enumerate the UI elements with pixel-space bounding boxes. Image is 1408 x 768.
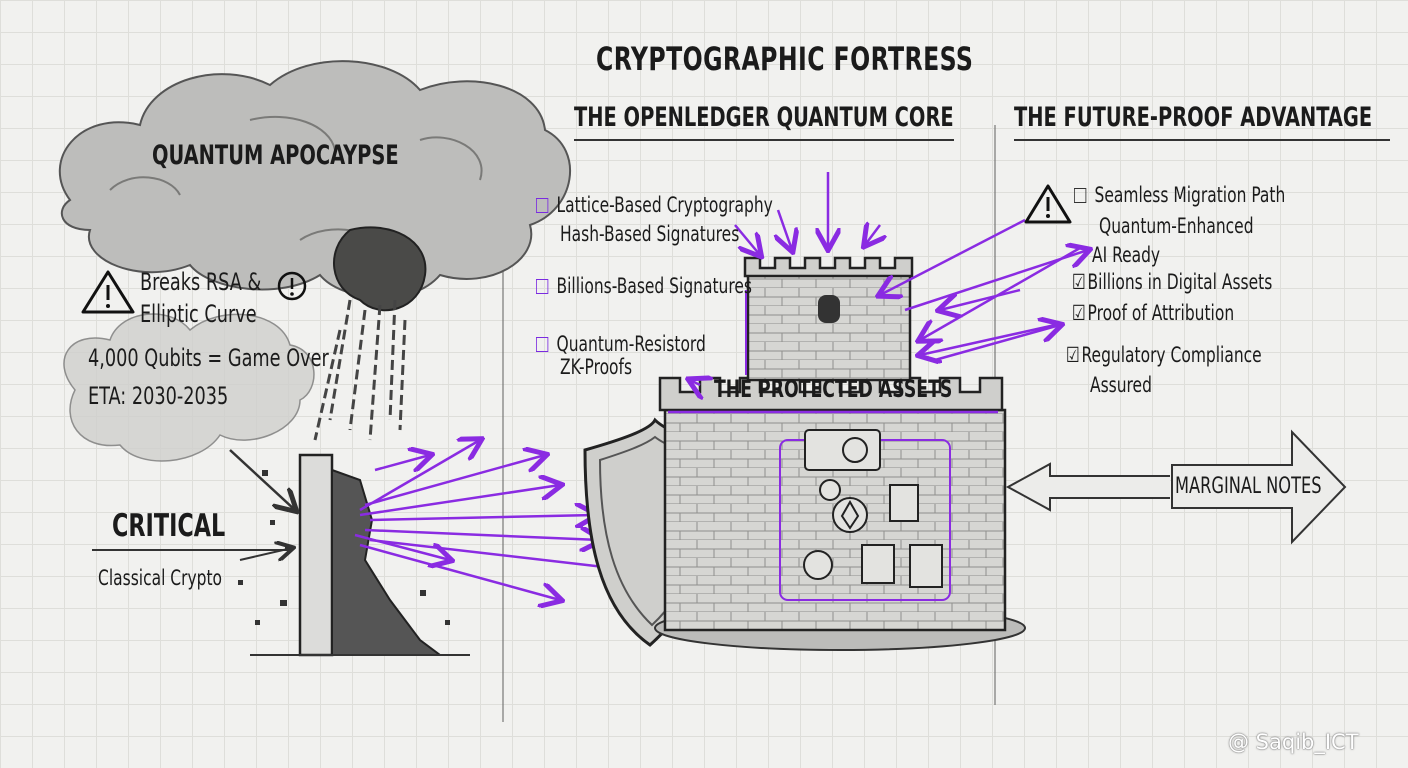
section-left-heading: QUANTUM APOCAYPSE (152, 140, 399, 171)
fortress-tower-icon (655, 258, 1025, 650)
list-item: Lattice-Based Cryptography (536, 193, 773, 217)
list-item-sub: Hash-Based Signatures (560, 222, 739, 246)
page-title: CRYPTOGRAPHIC FORTRESS (596, 40, 973, 78)
check-item: ☑Billions in Digital Assets (1072, 270, 1272, 294)
section-right-heading: THE FUTURE-PROOF ADVANTAGE (1014, 102, 1372, 133)
warning-icon (83, 272, 133, 312)
check-item: ☑Proof of Attribution (1072, 301, 1234, 325)
list-item-sub: ZK-Proofs (560, 355, 632, 379)
classical-crypto-label: Classical Crypto (98, 566, 222, 590)
assured-label: Assured (1090, 373, 1152, 397)
critical-label: CRITICAL (112, 508, 225, 544)
list-item: Quantum-Resistord (536, 332, 706, 356)
checkbox-checked-icon: ☑ (1072, 301, 1086, 325)
section-center-heading: THE OPENLEDGER QUANTUM CORE (574, 102, 954, 133)
checkbox-checked-icon: ☑ (1066, 343, 1080, 367)
enhanced-item: Quantum-Enhanced (1099, 214, 1254, 238)
protected-assets-label: THE PROTECTED ASSETS (714, 375, 952, 403)
threat-line-2: Elliptic Curve (140, 300, 257, 328)
ai-ready-item: AI Ready (1092, 243, 1160, 267)
checkbox-checked-icon: ☑ (1072, 270, 1086, 294)
qubits-note: 4,000 Qubits = Game Over (88, 344, 329, 372)
threat-line-1: Breaks RSA & (140, 268, 261, 296)
ethereum-icon (833, 498, 867, 532)
migration-item: Seamless Migration Path (1074, 183, 1285, 207)
marginal-notes-label: MARGINAL NOTES (1175, 474, 1322, 499)
list-item: Billions-Based Signatures (536, 274, 752, 298)
check-item: ☑Regulatory Compliance (1066, 343, 1262, 367)
crumbling-wall-illustration (230, 450, 470, 655)
watermark: @ Saqib_ICT (1228, 730, 1359, 754)
warning-icon-right (1026, 186, 1070, 222)
eta-note: ETA: 2030-2035 (88, 382, 228, 410)
